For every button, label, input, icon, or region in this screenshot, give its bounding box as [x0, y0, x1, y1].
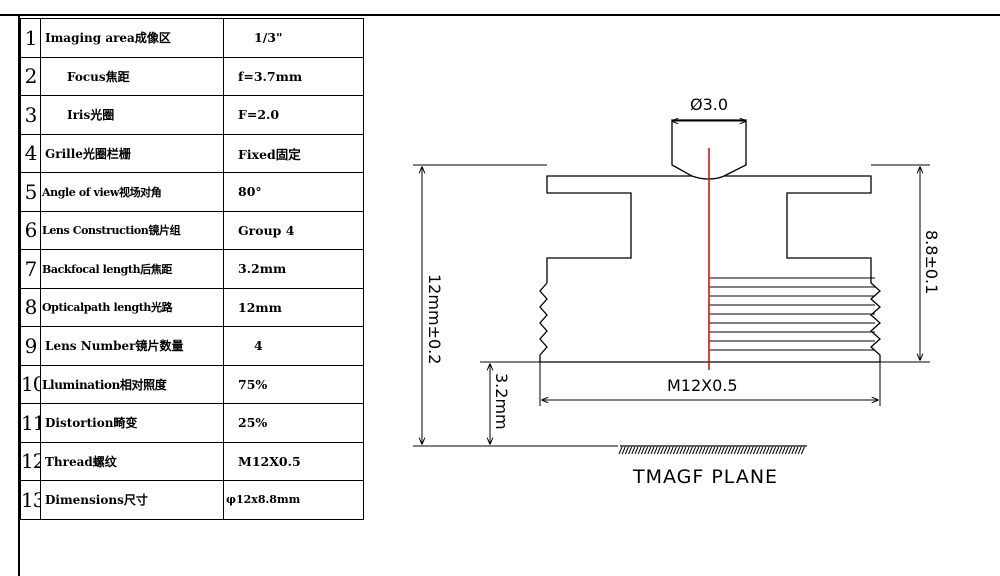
- spec-name: Imaging area成像区: [40, 18, 224, 58]
- thread-label: M12X0.5: [667, 376, 738, 395]
- lens-spec-table: 1 Imaging area成像区 1/3" 2 Focus焦距 f=3.7mm…: [20, 18, 364, 520]
- row-number: 13: [20, 480, 41, 520]
- spec-name: Focus焦距: [40, 56, 224, 96]
- spec-name: Lens Number镜片数量: [40, 326, 224, 366]
- row-number: 10: [20, 364, 41, 404]
- total-height-label: 12mm±0.2: [425, 274, 444, 364]
- spec-name: Dimensions尺寸: [40, 480, 224, 520]
- spec-name: Distortion畸变: [40, 403, 224, 443]
- spec-name: Backfocal length后焦距: [40, 249, 224, 289]
- back-focal-dimension: 3.2mm: [480, 361, 540, 444]
- spec-name: Angle of view视场对角: [40, 172, 224, 212]
- thread-dimension: M12X0.5: [539, 362, 881, 406]
- row-number: 4: [20, 133, 41, 173]
- spec-value: φ12x8.8mm: [223, 480, 364, 520]
- spec-value: M12X0.5: [223, 441, 364, 481]
- total-height-dimension: 12mm±0.2: [413, 164, 618, 447]
- table-row: 4 Grille光圈栏栅 Fixed固定: [20, 133, 364, 173]
- row-number: 8: [20, 287, 41, 327]
- body-height-label: 8.8±0.1: [922, 230, 941, 294]
- row-number: 2: [20, 56, 41, 96]
- spec-value: Fixed固定: [223, 133, 364, 173]
- image-plane-label: TMAGF PLANE: [632, 466, 778, 488]
- table-row: 10 Llumination相对照度 75%: [20, 364, 364, 404]
- top-diameter-label: Ø3.0: [690, 95, 728, 114]
- spec-value: 12mm: [223, 287, 364, 327]
- image-plane: TMAGF PLANE: [618, 445, 807, 488]
- row-number: 11: [20, 403, 41, 443]
- spec-value: 80°: [223, 172, 364, 212]
- table-row: 8 Opticalpath length光路 12mm: [20, 287, 364, 327]
- table-row: 12 Thread螺纹 M12X0.5: [20, 441, 364, 481]
- table-row: 13 Dimensions尺寸 φ12x8.8mm: [20, 480, 364, 520]
- table-row: 3 Iris光圈 F=2.0: [20, 95, 364, 135]
- lens-outline: [539, 119, 881, 363]
- spec-value: f=3.7mm: [223, 56, 364, 96]
- body-height-dimension: 8.8±0.1: [871, 164, 941, 363]
- frame-left-border: [18, 14, 20, 576]
- spec-name: Lens Construction镜片组: [40, 210, 224, 250]
- spec-name: Opticalpath length光路: [40, 287, 224, 327]
- table-row: 1 Imaging area成像区 1/3": [20, 18, 364, 58]
- table-row: 7 Backfocal length后焦距 3.2mm: [20, 249, 364, 289]
- table-row: 2 Focus焦距 f=3.7mm: [20, 56, 364, 96]
- image-plane-hatching: [618, 446, 805, 455]
- top-diameter-dimension: Ø3.0: [672, 95, 746, 121]
- spec-value: 1/3": [223, 18, 364, 58]
- spec-name: Llumination相对照度: [40, 364, 224, 404]
- row-number: 3: [20, 95, 41, 135]
- table-row: 9 Lens Number镜片数量 4: [20, 326, 364, 366]
- row-number: 6: [20, 210, 41, 250]
- row-number: 7: [20, 249, 41, 289]
- table-row: 6 Lens Construction镜片组 Group 4: [20, 210, 364, 250]
- spec-value: 4: [223, 326, 364, 366]
- frame-top-border: [0, 14, 1000, 16]
- spec-value: F=2.0: [223, 95, 364, 135]
- back-focal-label: 3.2mm: [492, 373, 511, 430]
- thread-section-hatching: [709, 277, 875, 351]
- spec-name: Thread螺纹: [40, 441, 224, 481]
- table-row: 5 Angle of view视场对角 80°: [20, 172, 364, 212]
